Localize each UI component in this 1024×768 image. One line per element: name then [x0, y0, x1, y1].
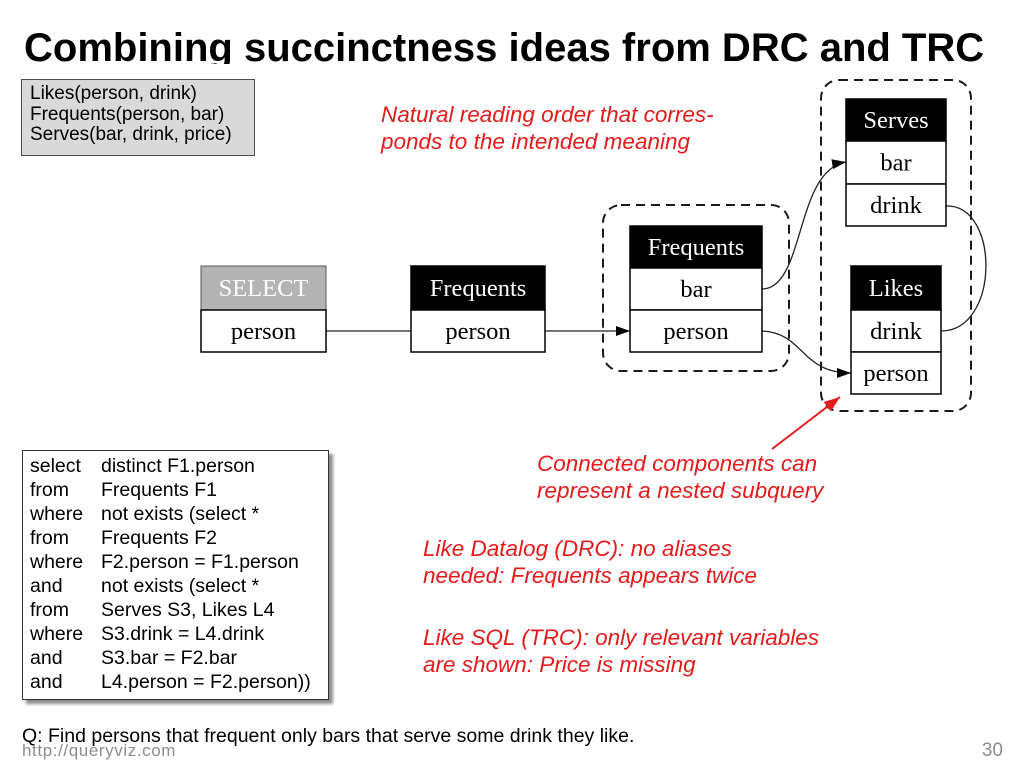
query-question: Q: Find persons that frequent only bars …	[22, 725, 635, 747]
sql-keyword: and	[30, 671, 63, 693]
annotation-line: Connected components can	[537, 451, 818, 476]
sql-line: where F2.person = F1.person	[30, 550, 328, 574]
sql-expression: not exists (select *	[101, 503, 260, 525]
edge-serves-drink-to-likes-drink	[940, 205, 987, 332]
serves-table: Serves bar drink	[845, 98, 947, 227]
likes-cell-drink	[850, 309, 942, 353]
sql-expression: distinct F1.person	[101, 455, 255, 477]
annotation-line: needed: Frequents appears twice	[423, 563, 757, 588]
sql-line: and S3.bar = F2.bar	[30, 646, 328, 670]
frequents-inner-cell-person	[629, 309, 763, 353]
annotation-line: Natural reading order that corres-	[381, 102, 714, 127]
sql-expression: F2.person = F1.person	[101, 551, 299, 573]
likes-cell-person-label: person	[863, 360, 928, 387]
serves-cell-bar-label: bar	[880, 150, 911, 177]
frequents-inner-cell-person-label: person	[663, 318, 728, 345]
edge-frequents-person-to-likes-person	[761, 330, 852, 378]
sql-line: and L4.person = F2.person))	[30, 670, 328, 694]
sql-line: from Frequents F1	[30, 478, 328, 502]
sql-keyword: and	[30, 575, 63, 597]
annotation-line: are shown: Price is missing	[423, 652, 696, 677]
annotation-line: ponds to the intended meaning	[381, 129, 690, 154]
likes-cell-person	[850, 351, 942, 395]
nested-subquery-1-boundary	[602, 204, 790, 372]
footer-url: http://queryviz.com	[22, 741, 177, 760]
frequents-outer-header-label: Frequents	[430, 275, 527, 302]
sql-expression: S3.drink = L4.drink	[101, 623, 265, 645]
sql-line: and not exists (select *	[30, 574, 328, 598]
sql-expression: Serves S3, Likes L4	[101, 599, 275, 621]
sql-keyword: from	[30, 479, 69, 501]
frequents-inner-cell-bar-label: bar	[680, 276, 711, 303]
select-table: SELECT person	[200, 265, 327, 353]
sql-expression: not exists (select *	[101, 575, 260, 597]
sql-keyword: where	[30, 503, 84, 525]
select-table-header	[200, 265, 327, 311]
likes-table: Likes drink person	[850, 265, 942, 395]
frequents-outer-cell-person-label: person	[445, 318, 510, 345]
sql-query-box: select distinct F1.person from Frequents…	[22, 450, 329, 700]
frequents-inner-header-label: Frequents	[648, 234, 745, 261]
frequents-outer-header	[410, 265, 546, 311]
annotation-reading-order: Natural reading order that corres- ponds…	[381, 101, 714, 155]
likes-cell-drink-label: drink	[870, 318, 922, 345]
annotation-line: represent a nested subquery	[537, 478, 824, 503]
frequents-inner-cell-bar	[629, 267, 763, 311]
sql-keyword: where	[30, 551, 84, 573]
slide-title: Combining succinctness ideas from DRC an…	[24, 26, 985, 64]
annotation-sql: Like SQL (TRC): only relevant variables …	[423, 624, 819, 678]
edge-frequents-bar-to-serves-bar	[761, 159, 847, 290]
frequents-outer-cell-person	[410, 309, 546, 353]
frequents-inner-header	[629, 225, 763, 269]
sql-line: where S3.drink = L4.drink	[30, 622, 328, 646]
select-table-cell	[200, 309, 327, 353]
page-number: 30	[981, 740, 1003, 761]
select-table-cell-label: person	[231, 318, 296, 345]
annotation-line: Like Datalog (DRC): no aliases	[423, 536, 732, 561]
frequents-outer-table: Frequents person	[410, 265, 546, 353]
annotation-datalog: Like Datalog (DRC): no aliases needed: F…	[423, 535, 757, 589]
schema-relation-frequents: Frequents(person, bar)	[30, 103, 225, 125]
annotation-pointer-arrow	[771, 396, 841, 450]
sql-line: select distinct F1.person	[30, 454, 328, 478]
sql-expression: Frequents F1	[101, 479, 217, 501]
sql-expression: Frequents F2	[101, 527, 217, 549]
annotation-line: Like SQL (TRC): only relevant variables	[423, 625, 819, 650]
sql-line: from Serves S3, Likes L4	[30, 598, 328, 622]
sql-keyword: where	[30, 623, 84, 645]
sql-line: where not exists (select *	[30, 502, 328, 526]
serves-header-label: Serves	[863, 107, 928, 134]
schema-box: Likes(person, drink) Frequents(person, b…	[21, 79, 255, 156]
serves-cell-bar	[845, 140, 947, 185]
schema-relation-serves: Serves(bar, drink, price)	[30, 124, 232, 145]
annotation-nested-subquery: Connected components can represent a nes…	[537, 450, 823, 504]
sql-keyword: select	[30, 455, 81, 477]
sql-keyword: and	[30, 647, 63, 669]
sql-keyword: from	[30, 527, 69, 549]
serves-header	[845, 98, 947, 142]
likes-header-label: Likes	[869, 275, 923, 302]
select-table-header-label: SELECT	[219, 275, 309, 302]
nested-subquery-2-boundary	[820, 79, 972, 412]
serves-cell-drink-label: drink	[870, 192, 922, 219]
sql-keyword: from	[30, 599, 69, 621]
frequents-inner-table: Frequents bar person	[629, 225, 763, 353]
serves-cell-drink	[845, 183, 947, 227]
schema-relation-likes: Likes(person, drink)	[30, 83, 197, 104]
title-area: Combining succinctness ideas from DRC an…	[24, 0, 1014, 64]
sql-expression: L4.person = F2.person))	[101, 671, 311, 693]
sql-expression: S3.bar = F2.bar	[101, 647, 238, 669]
sql-line: from Frequents F2	[30, 526, 328, 550]
